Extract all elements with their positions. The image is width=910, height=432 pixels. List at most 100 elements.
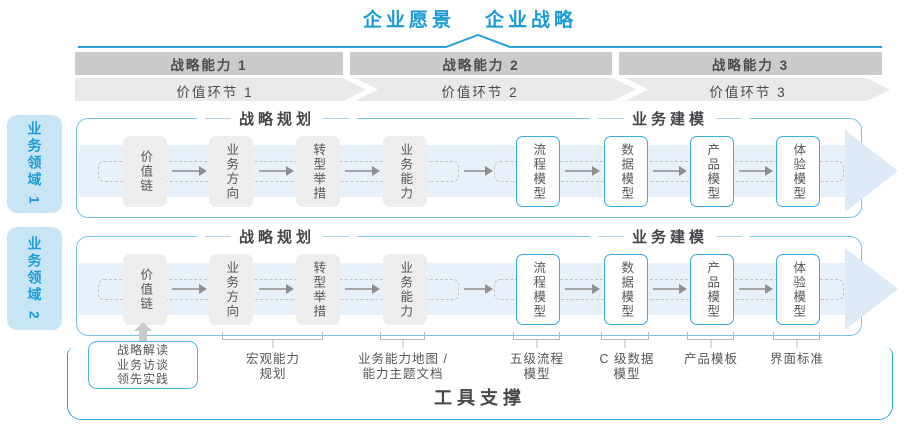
dashed-track-modeling xyxy=(494,279,844,300)
page-title: 企业愿景 企业战略 xyxy=(363,5,577,32)
box-value-chain: 价值链 xyxy=(123,254,167,325)
header-line-icon xyxy=(323,235,350,238)
right-arrow-icon xyxy=(653,166,687,176)
annotation-line: 能力主题文档 xyxy=(362,367,444,381)
bracket-icon-process-model xyxy=(513,332,560,340)
bracket-icon-data-model xyxy=(601,332,649,340)
tool-support-label: 工具支撑 xyxy=(434,388,526,408)
right-arrow-icon xyxy=(259,284,294,294)
annotation-line: 模型 xyxy=(523,367,551,381)
right-arrow-icon xyxy=(464,284,493,294)
capability-band-1: 战略能力 1 xyxy=(75,52,343,75)
right-arrow-icon xyxy=(565,284,600,294)
annotation-line: 界面标准 xyxy=(769,352,824,366)
vision-title: 企业愿景 xyxy=(362,10,455,31)
header-line-icon xyxy=(598,117,624,120)
capability-band-3: 战略能力 3 xyxy=(619,52,882,75)
flow-arrowhead-icon xyxy=(845,248,898,330)
up-arrow-icon xyxy=(139,331,147,342)
practice-line-3: 领先实践 xyxy=(116,372,169,387)
right-arrow-icon xyxy=(172,166,207,176)
header-line-icon xyxy=(205,117,231,120)
tool-support-container: 工具支撑 xyxy=(67,347,893,420)
domain-label-1: 业务领域 1 xyxy=(7,115,62,213)
up-arrow-icon xyxy=(134,322,152,331)
box-transformation-measures: 转型举措 xyxy=(296,136,340,207)
box-process-model: 流程模型 xyxy=(516,136,560,207)
capability-band-1-label: 战略能力 1 xyxy=(170,57,248,73)
annotation-line: 宏观能力 xyxy=(245,352,300,366)
right-arrow-icon xyxy=(739,284,773,294)
annotation-line: 规划 xyxy=(259,367,287,381)
value-chevron-2 xyxy=(355,78,636,101)
flow-row-domain-1: 价值链 业务方向 转型举措 业务能力 流程模型 数据模型 产品模型 体验模型 战… xyxy=(76,108,898,218)
modeling-header: 业务建模 xyxy=(590,226,751,247)
right-arrow-icon xyxy=(565,166,600,176)
bracket-icon-product-template xyxy=(687,332,734,340)
annotation-macro-capability: 宏观能力 规划 xyxy=(203,352,343,382)
box-process-model: 流程模型 xyxy=(516,254,560,325)
dashed-track-modeling xyxy=(494,161,844,182)
box-product-model: 产品模型 xyxy=(690,254,734,325)
annotation-line: 模型 xyxy=(613,367,641,381)
planning-header-label: 战略规划 xyxy=(239,229,316,246)
header-line-icon xyxy=(598,235,624,238)
box-business-direction: 业务方向 xyxy=(209,136,253,207)
right-arrow-icon xyxy=(464,166,493,176)
capability-band-3-label: 战略能力 3 xyxy=(711,57,790,73)
box-product-model: 产品模型 xyxy=(690,136,734,207)
strategy-title: 企业战略 xyxy=(485,10,578,31)
flow-row-domain-2: 价值链 业务方向 转型举措 业务能力 流程模型 数据模型 产品模型 体验模型 战… xyxy=(76,226,898,336)
box-business-capability: 业务能力 xyxy=(383,136,427,207)
planning-header: 战略规划 xyxy=(197,226,358,247)
header-line-icon xyxy=(205,235,231,238)
right-arrow-icon xyxy=(345,166,380,176)
modeling-header: 业务建模 xyxy=(590,108,751,129)
header-line-icon xyxy=(716,117,743,120)
box-data-model: 数据模型 xyxy=(604,254,648,325)
vision-connector-line xyxy=(78,33,882,48)
box-business-capability: 业务能力 xyxy=(383,254,427,325)
annotation-data-model: C 级数据 模型 xyxy=(557,352,697,382)
header-line-icon xyxy=(716,235,743,238)
dashed-track-planning xyxy=(98,279,459,300)
annotation-line: C 级数据 xyxy=(599,352,655,366)
value-link-1-label: 价值环节 1 xyxy=(176,85,254,100)
annotation-line: 五级流程 xyxy=(509,352,564,366)
bracket-icon-capability-map xyxy=(380,332,425,340)
domain-label-2: 业务领域 2 xyxy=(7,227,62,330)
value-chevron-3 xyxy=(625,78,890,101)
annotation-ui-standard: 界面标准 xyxy=(727,352,867,367)
value-chain-band xyxy=(75,78,890,101)
right-arrow-icon xyxy=(259,166,294,176)
box-experience-model: 体验模型 xyxy=(776,136,820,207)
right-arrow-icon xyxy=(172,284,207,294)
planning-header: 战略规划 xyxy=(197,108,358,129)
capability-band-2: 战略能力 2 xyxy=(350,52,612,75)
right-arrow-icon xyxy=(739,166,773,176)
dashed-track-planning xyxy=(98,161,459,182)
box-value-chain: 价值链 xyxy=(123,136,167,207)
right-arrow-icon xyxy=(345,284,380,294)
value-chevron-1 xyxy=(75,78,366,101)
bracket-icon-ui-standard xyxy=(773,332,820,340)
bracket-icon-macro-capability xyxy=(222,332,323,340)
box-transformation-measures: 转型举措 xyxy=(296,254,340,325)
header-line-icon xyxy=(323,117,350,120)
right-arrow-icon xyxy=(653,284,687,294)
annotation-product-template: 产品模板 xyxy=(641,352,781,367)
capability-band-2-label: 战略能力 2 xyxy=(442,57,520,73)
annotation-process-model: 五级流程 模型 xyxy=(467,352,607,382)
annotation-line: 业务能力地图 / xyxy=(358,352,448,366)
modeling-header-label: 业务建模 xyxy=(632,229,709,246)
box-experience-model: 体验模型 xyxy=(776,254,820,325)
flow-arrowhead-icon xyxy=(845,130,898,212)
modeling-header-label: 业务建模 xyxy=(632,111,709,128)
practice-input-box: 战略解读 业务访谈 领先实践 xyxy=(88,341,198,389)
annotation-line: 产品模板 xyxy=(683,352,738,366)
practice-line-2: 业务访谈 xyxy=(116,357,169,372)
annotation-capability-map: 业务能力地图 / 能力主题文档 xyxy=(333,352,473,382)
planning-header-label: 战略规划 xyxy=(239,111,316,128)
box-data-model: 数据模型 xyxy=(604,136,648,207)
